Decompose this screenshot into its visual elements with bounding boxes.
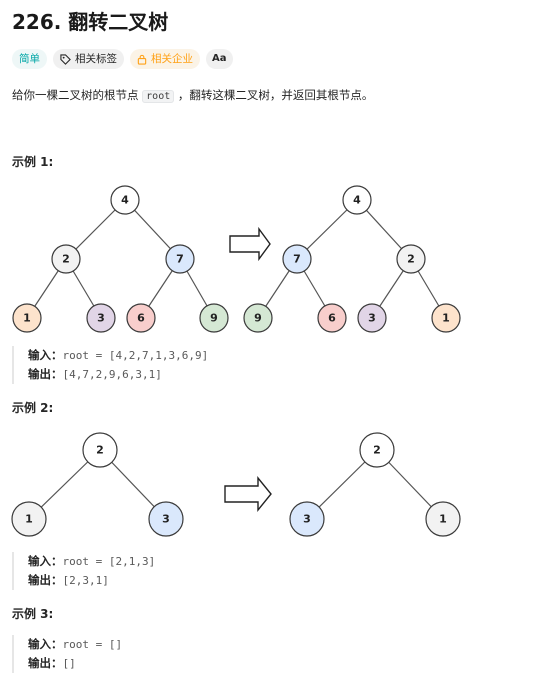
tree-node: 2 — [396, 244, 426, 274]
companies-label: 相关企业 — [151, 53, 193, 65]
svg-text:9: 9 — [210, 312, 218, 325]
tree-node: 3 — [289, 501, 325, 537]
tree-before-1: 4 2 7 1 3 6 9 — [12, 185, 229, 333]
svg-text:1: 1 — [23, 312, 31, 325]
translate-icon: Aa — [212, 53, 227, 64]
tree-node: 2 — [51, 244, 81, 274]
svg-text:6: 6 — [137, 312, 145, 325]
tree-node: 7 — [165, 244, 195, 274]
svg-text:4: 4 — [353, 194, 361, 207]
companies-tag[interactable]: 相关企业 — [130, 49, 200, 69]
svg-text:1: 1 — [442, 312, 450, 325]
code-root: root — [142, 90, 175, 103]
tag-icon — [60, 53, 71, 65]
tree-after-2: 2 3 1 — [289, 432, 461, 537]
arrow-right-icon — [229, 226, 271, 262]
problem-description: 给你一棵二叉树的根节点 root ，翻转这棵二叉树，并返回其根节点。 — [12, 88, 374, 103]
example-1-title: 示例 1: — [12, 155, 54, 169]
svg-text:1: 1 — [439, 513, 447, 526]
example-2-title: 示例 2: — [12, 401, 54, 415]
tree-node: 9 — [243, 303, 273, 333]
tree-node: 4 — [342, 185, 372, 215]
tree-node: 1 — [11, 501, 47, 537]
tree-node: 2 — [82, 432, 118, 468]
svg-text:7: 7 — [176, 253, 184, 266]
svg-text:3: 3 — [368, 312, 376, 325]
svg-text:2: 2 — [373, 444, 381, 457]
svg-text:7: 7 — [293, 253, 301, 266]
arrow-right-icon — [224, 476, 272, 512]
tree-node: 6 — [126, 303, 156, 333]
svg-text:2: 2 — [62, 253, 70, 266]
tag-bar: 简单 相关标签 相关企业 Aa — [12, 49, 233, 69]
tree-node: 1 — [12, 303, 42, 333]
tree-node: 3 — [357, 303, 387, 333]
svg-text:1: 1 — [25, 513, 33, 526]
difficulty-label: 简单 — [19, 53, 40, 65]
example-1-io: 输入：root = [4,2,7,1,3,6,9] 输出：[4,7,2,9,6,… — [12, 346, 208, 384]
tree-node: 7 — [282, 244, 312, 274]
difficulty-tag[interactable]: 简单 — [12, 49, 47, 69]
tree-node: 6 — [317, 303, 347, 333]
svg-text:4: 4 — [121, 194, 129, 207]
tree-after-1: 4 7 2 9 6 3 1 — [243, 185, 461, 333]
example-2-output: [2,3,1] — [62, 574, 109, 587]
lock-icon — [137, 54, 147, 65]
tree-node: 2 — [359, 432, 395, 468]
tree-node: 9 — [199, 303, 229, 333]
tree-node: 4 — [110, 185, 140, 215]
tree-before-2: 2 1 3 — [11, 432, 184, 537]
tree-node: 1 — [431, 303, 461, 333]
problem-title: 226. 翻转二叉树 — [12, 10, 169, 34]
example-3-output: [] — [62, 657, 76, 670]
example-3-title: 示例 3: — [12, 607, 54, 621]
svg-text:3: 3 — [162, 513, 170, 526]
topics-label: 相关标签 — [75, 53, 117, 65]
tree-node: 3 — [86, 303, 116, 333]
example-3-input: root = [] — [62, 638, 123, 651]
svg-text:2: 2 — [96, 444, 104, 457]
example-2-io: 输入：root = [2,1,3] 输出：[2,3,1] — [12, 552, 155, 590]
tree-node: 3 — [148, 501, 184, 537]
example-1-output: [4,7,2,9,6,3,1] — [62, 368, 162, 381]
language-toggle[interactable]: Aa — [206, 49, 233, 69]
example-2-input: root = [2,1,3] — [62, 555, 156, 568]
example-3-io: 输入：root = [] 输出：[] — [12, 635, 122, 673]
svg-text:9: 9 — [254, 312, 262, 325]
svg-text:2: 2 — [407, 253, 415, 266]
example-1-input: root = [4,2,7,1,3,6,9] — [62, 349, 209, 362]
example-2-diagram: 2 1 3 2 3 1 — [11, 432, 461, 537]
svg-text:3: 3 — [97, 312, 105, 325]
tree-node: 1 — [425, 501, 461, 537]
svg-text:6: 6 — [328, 312, 336, 325]
example-1-diagram: 4 2 7 1 3 6 9 4 7 2 9 6 3 1 — [12, 185, 461, 333]
topics-tag[interactable]: 相关标签 — [53, 49, 124, 69]
svg-text:3: 3 — [303, 513, 311, 526]
